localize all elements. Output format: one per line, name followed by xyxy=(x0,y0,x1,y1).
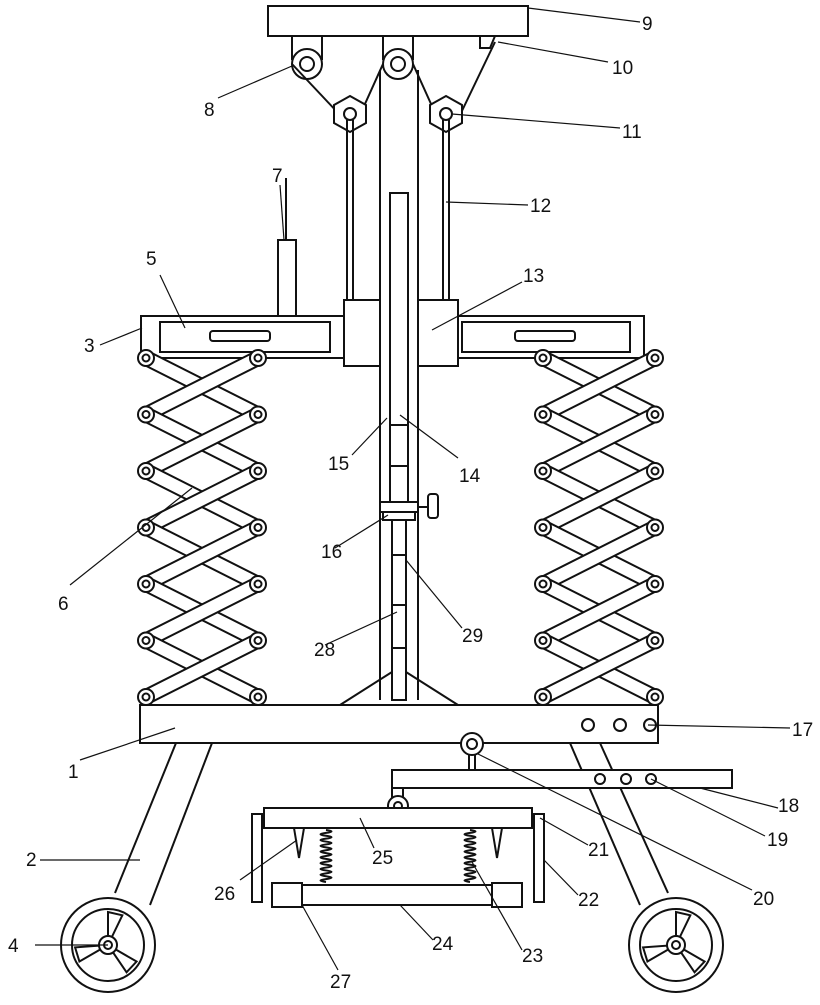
label-19: 19 xyxy=(767,830,788,851)
springs xyxy=(319,829,477,883)
central-mast xyxy=(379,70,419,300)
scissor-lift-left xyxy=(137,349,267,706)
label-20: 20 xyxy=(753,889,774,910)
label-23: 23 xyxy=(522,946,543,967)
label-26: 26 xyxy=(214,884,235,905)
bottom-bar xyxy=(271,882,523,908)
label-6: 6 xyxy=(58,594,69,615)
label-10: 10 xyxy=(612,58,633,79)
label-21: 21 xyxy=(588,840,609,861)
label-1: 1 xyxy=(68,762,79,783)
right-arm xyxy=(457,315,645,359)
hinge xyxy=(460,732,484,770)
label-11: 11 xyxy=(622,122,642,143)
mast-braces xyxy=(339,671,459,706)
leader-lines xyxy=(35,7,791,971)
sleeve-left xyxy=(343,299,381,367)
upper-pulley-center xyxy=(382,36,414,80)
left-arm xyxy=(140,315,345,359)
scissor-lift-right xyxy=(534,349,664,706)
label-3: 3 xyxy=(84,336,95,357)
label-5: 5 xyxy=(146,249,157,270)
label-29: 29 xyxy=(462,626,483,647)
label-13: 13 xyxy=(523,266,544,287)
label-24: 24 xyxy=(432,934,454,955)
side-frame xyxy=(251,813,545,903)
label-25: 25 xyxy=(372,848,393,869)
label-8: 8 xyxy=(204,100,215,121)
label-27: 27 xyxy=(330,972,351,993)
label-14: 14 xyxy=(459,466,481,487)
label-17: 17 xyxy=(792,720,813,741)
label-18: 18 xyxy=(778,796,799,817)
label-28: 28 xyxy=(314,640,335,661)
upper-pulley-left xyxy=(291,36,323,80)
wheel-right xyxy=(628,897,724,993)
outer-column xyxy=(379,366,419,700)
label-22: 22 xyxy=(578,890,599,911)
adjust-knob xyxy=(379,493,439,521)
lower-telescope xyxy=(391,519,407,701)
label-15: 15 xyxy=(328,454,349,475)
label-2: 2 xyxy=(26,850,37,871)
lower-pulley-left xyxy=(333,94,367,134)
label-4: 4 xyxy=(8,936,19,957)
base-beam xyxy=(139,704,659,744)
spikes xyxy=(292,827,504,859)
label-12: 12 xyxy=(530,196,551,217)
adjust-holes-17 xyxy=(581,718,657,732)
left-leg xyxy=(114,742,213,906)
label-7: 7 xyxy=(272,166,283,187)
press-plate xyxy=(263,807,533,829)
rods xyxy=(346,120,450,300)
lower-pulley-right xyxy=(429,94,463,134)
label-9: 9 xyxy=(642,14,653,35)
top-plate xyxy=(267,5,529,37)
wheel-left xyxy=(60,897,156,993)
extension-arm xyxy=(391,769,733,810)
sleeve-right xyxy=(417,299,459,367)
label-16: 16 xyxy=(321,542,342,563)
bracket xyxy=(479,35,497,49)
